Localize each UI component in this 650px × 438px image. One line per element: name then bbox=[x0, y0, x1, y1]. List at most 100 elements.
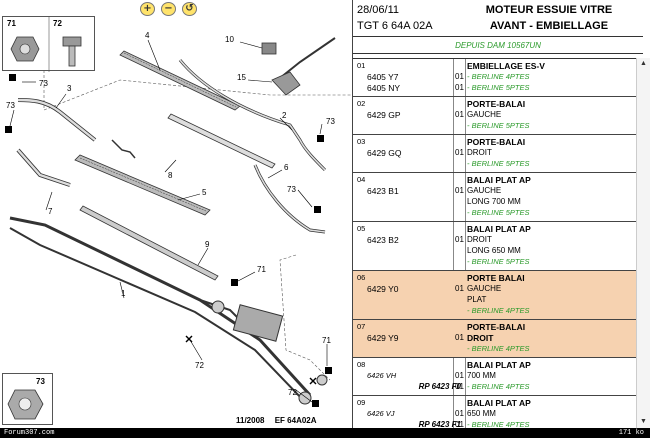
part-4-blade bbox=[119, 50, 241, 111]
label-73: 73 bbox=[36, 377, 45, 386]
part-reference: 6429 Y9 bbox=[367, 333, 399, 343]
part-reference: 6423 B2 bbox=[367, 235, 399, 245]
part-reference: 6429 GQ bbox=[367, 148, 402, 158]
part-position: 06 bbox=[357, 273, 366, 282]
label-10: 10 bbox=[225, 35, 234, 44]
part-1-linkage bbox=[9, 216, 328, 405]
zoom-out-icon[interactable]: − bbox=[161, 2, 176, 16]
part-15-jet bbox=[271, 37, 336, 96]
label-72: 72 bbox=[53, 19, 62, 28]
catalog-date: 28/06/11 bbox=[357, 4, 400, 16]
part-description: - BERLINE 4PTES bbox=[467, 306, 530, 315]
zoom-reset-icon[interactable]: ↺ bbox=[182, 2, 197, 16]
part-9-rod bbox=[79, 205, 219, 281]
label-4: 4 bbox=[145, 31, 150, 40]
part-description: - BERLINE 5PTES bbox=[467, 83, 530, 92]
part-description: DROIT bbox=[467, 148, 492, 157]
part-description: LONG 700 MM bbox=[467, 197, 521, 206]
label-71: 71 bbox=[322, 336, 331, 345]
part-description: - BERLINE 5PTES bbox=[467, 159, 530, 168]
part-description: GAUCHE bbox=[467, 110, 502, 119]
part-quantity: 01 bbox=[455, 382, 464, 391]
part-line: - BERLINE 4PTES bbox=[353, 306, 636, 317]
part-reference: 6405 Y7 bbox=[367, 72, 399, 82]
part-7-arm bbox=[16, 148, 71, 187]
part-quantity: 01 bbox=[455, 371, 464, 380]
part-description: LONG 650 MM bbox=[467, 246, 521, 255]
diagram-reference: EF 64A02A bbox=[274, 416, 317, 425]
page-title: MOTEUR ESSUIE VITRE bbox=[485, 4, 613, 16]
part-quantity: 01 bbox=[455, 72, 464, 81]
part-description: - BERLINE 4PTES bbox=[467, 344, 530, 353]
parts-list-scrollbar[interactable]: ▲ ▼ bbox=[636, 58, 650, 428]
inset-nut: 73 bbox=[2, 373, 53, 425]
part-reference: 6405 NY bbox=[367, 83, 401, 93]
label-3: 3 bbox=[67, 84, 72, 93]
part-quantity: 01 bbox=[455, 333, 464, 342]
part-quantity: 01 bbox=[455, 420, 464, 428]
part-description: - BERLINE 5PTES bbox=[467, 257, 530, 266]
part-reference: 6429 GP bbox=[367, 110, 401, 120]
diagram-date: 11/2008 bbox=[236, 416, 265, 425]
part-description: 700 MM bbox=[467, 371, 496, 380]
part-position: 04 bbox=[357, 175, 366, 184]
part-line: BALAI PLAT AP bbox=[353, 175, 636, 186]
part-quantity: 01 bbox=[455, 409, 464, 418]
part-reference: 6426 VH bbox=[367, 371, 397, 380]
label-2: 2 bbox=[282, 111, 287, 120]
scroll-down-icon[interactable]: ▼ bbox=[640, 418, 647, 425]
part-position: 05 bbox=[357, 224, 366, 233]
zoom-in-icon[interactable]: + bbox=[140, 2, 155, 16]
part-description: BALAI PLAT AP bbox=[467, 175, 531, 185]
label-73: 73 bbox=[287, 185, 296, 194]
part-8-strip bbox=[167, 113, 276, 169]
part-description: BALAI PLAT AP bbox=[467, 224, 531, 234]
part-position: 07 bbox=[357, 322, 366, 331]
part-line: - BERLINE 5PTES bbox=[353, 159, 636, 170]
catalog-reference: TGT 6 64A 02A bbox=[357, 20, 433, 32]
part-description: DROIT bbox=[467, 333, 494, 343]
part-line: - BERLINE 4PTES bbox=[353, 344, 636, 355]
part-line: 6405 Y7 01- BERLINE 4PTES bbox=[353, 72, 636, 83]
part-reference: 6426 VJ bbox=[367, 409, 395, 418]
label-6: 6 bbox=[284, 163, 289, 172]
part-quantity: 01 bbox=[455, 235, 464, 244]
part-description: GAUCHE bbox=[467, 186, 502, 195]
part-position: 01 bbox=[357, 61, 366, 70]
label-72: 72 bbox=[195, 361, 204, 370]
label-15: 15 bbox=[237, 73, 246, 82]
part-reference: 6423 B1 bbox=[367, 186, 399, 196]
part-description: - BERLINE 4PTES bbox=[467, 72, 530, 81]
exploded-parts-diagram[interactable]: 73 73 3 4 10 15 2 73 6 5 8 7 73 9 71 1 7… bbox=[0, 14, 352, 424]
part-description: EMBIELLAGE ES-V bbox=[467, 61, 545, 71]
part-description: - BERLINE 5PTES bbox=[467, 121, 530, 130]
part-line: EMBIELLAGE ES-V bbox=[353, 61, 636, 72]
part-description: PORTE-BALAI bbox=[467, 99, 526, 109]
status-site: Forum307.com bbox=[4, 429, 55, 437]
applicability-banner: DEPUIS DAM 10567UN bbox=[353, 36, 643, 54]
scroll-up-icon[interactable]: ▲ bbox=[640, 60, 647, 67]
marker-crosses bbox=[185, 335, 317, 385]
page-subtitle: AVANT - EMBIELLAGE bbox=[489, 20, 609, 32]
part-description: - BERLINE 4PTES bbox=[467, 420, 530, 428]
